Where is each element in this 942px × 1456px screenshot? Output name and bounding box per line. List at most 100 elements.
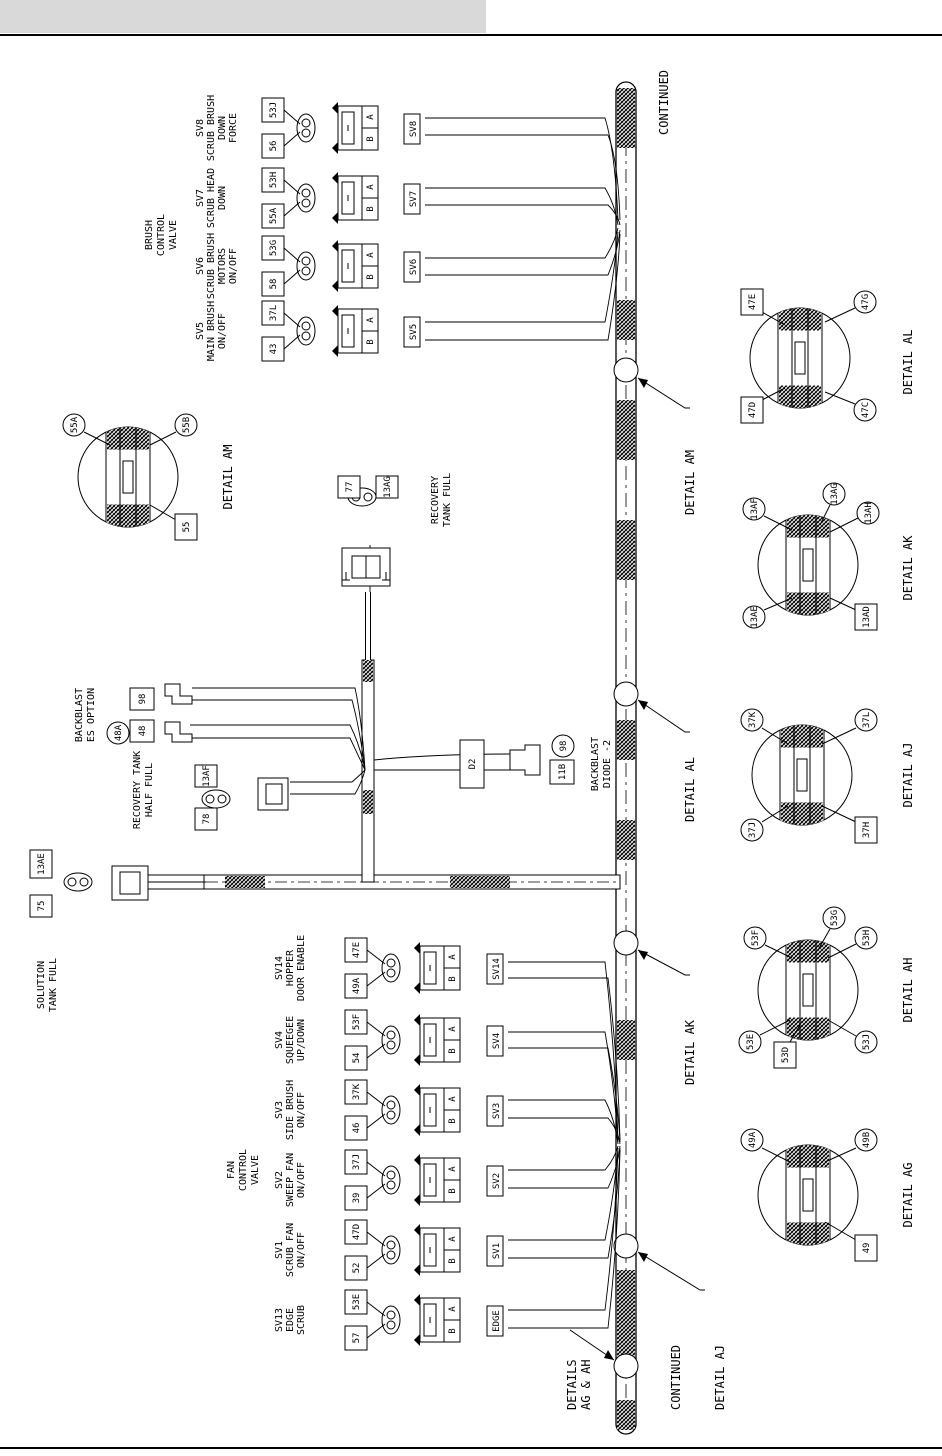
wire-label-b: 53F [352,1014,362,1030]
wire-label-b: 53J [269,102,279,118]
valve-label-line: ON/OFF [296,1232,307,1268]
valve-id-tag: SV5 [409,324,419,340]
wire-label-a: 46 [352,1123,362,1134]
pin-b-label: B [448,976,458,981]
callout-details-ag-ah-1: DETAILS [565,1359,579,1410]
wire-label-b: 53H [269,172,279,188]
svg-text:TANK FULL: TANK FULL [442,473,453,527]
svg-text:CONTROL: CONTROL [238,1149,249,1191]
detail-label: 53D [781,1047,791,1063]
valve-label-line: SV4 [274,1031,285,1049]
recovery-tank-full-sensor: 77 13AG RECOVERY TANK FULL [337,473,453,587]
footer-rule [0,1447,942,1449]
detail-label: 47C [861,402,871,418]
fan-valve-title: FAN CONTROL VALVE [226,1149,261,1191]
valve-label-line: EDGE [285,1308,296,1332]
diode-box: D2 [468,759,478,770]
callout-details-ag-ah-2: AG & AH [579,1359,593,1410]
recovery-full-wire-a: 77 [345,482,355,493]
valve-id-tag: SV3 [492,1103,502,1119]
detail-title: DETAIL AH [901,957,915,1022]
valve-label-line: SCRUB [296,1305,307,1335]
wire-label-b: 37K [352,1083,362,1100]
valve-label-line: UP/DOWN [296,1019,307,1061]
detail-label: 49 [862,1243,872,1254]
detail-label: 37J [748,822,758,838]
wire-label-b: 37L [269,305,279,321]
valve-id-tag: SV4 [492,1033,502,1049]
diode-wire: 11B [558,764,568,780]
detail-label: 53G [830,910,840,926]
detail-title: DETAIL AG [901,1162,915,1227]
backblast-wire-2: 98 [138,694,148,705]
wire-label-a: 56 [269,141,279,152]
backblast-diode: D2 11B 98 BACKBLAST DIODE -2 [459,734,613,791]
pin-a-label: A [366,184,376,190]
wire-label-b: 47D [352,1224,362,1240]
valve-label-line: SCRUB BRUSH [206,233,217,299]
pin-b-label: B [366,339,376,344]
pin-b-label: B [366,274,376,279]
detail-label: 47G [861,294,871,310]
svg-text:VALVE: VALVE [168,220,179,250]
wire-label-b: 53E [352,1294,362,1310]
valve-label-line: SV2 [274,1171,285,1189]
wire-label-a: 39 [352,1193,362,1204]
svg-text:DIODE -2: DIODE -2 [602,740,613,788]
branch-harness [145,592,621,890]
callout-detail-aj: DETAIL AJ [713,1345,727,1410]
wire-label-a: 55A [269,207,279,224]
detail-label: 37L [862,712,872,728]
backblast-wire-1: 48 [138,726,148,737]
detail-label: 53F [751,930,761,946]
svg-text:SOLUTION: SOLUTION [36,961,47,1009]
valve-label-line: SV13 [274,1308,285,1332]
recovery-tank-half-sensor: 78 13AF RECOVERY TANK HALF FULL [132,751,289,831]
pin-a-label: A [448,1306,458,1312]
svg-text:CONTROL: CONTROL [156,214,167,256]
valve-label-line: MAIN BRUSH [206,301,217,361]
solution-tank-full-sensor: 75 13AE SOLUTION TANK FULL [29,849,149,1012]
valve-label-line: FORCE [228,113,239,143]
wire-label-b: 37J [352,1154,362,1170]
valve-label-line: SV1 [274,1241,285,1259]
valve-label-line: ON/OFF [217,313,228,349]
svg-text:BACKBLAST: BACKBLAST [590,737,601,791]
pin-a-label: A [448,1166,458,1172]
header-bar [0,0,486,33]
detail-label: 13AG [830,483,840,505]
header-rule [0,34,942,36]
valve-id-tag: SV2 [492,1173,502,1189]
detail-label: 47E [748,294,758,310]
valve-label-line: DOWN [217,186,228,210]
valve-label-line: ON/OFF [296,1162,307,1198]
recovery-half-wire-a: 78 [202,814,212,825]
wire-label-a: 52 [352,1263,362,1274]
detail-title: DETAIL AM [221,444,235,509]
detail-title: DETAIL AK [901,535,915,601]
continued-bottom: CONTINUED [669,1345,683,1410]
valve-label-line: MOTORS [217,248,228,284]
valve-id-tag: SV1 [492,1243,502,1259]
detail-label: 53J [862,1034,872,1050]
wire-label-b: 53G [269,240,279,256]
wire-label-a: 54 [352,1053,362,1064]
pin-a-label: A [366,114,376,120]
svg-text:HALF FULL: HALF FULL [144,763,155,817]
callout-detail-ak: DETAIL AK [683,1019,697,1085]
detail-label: 55A [70,416,80,433]
detail-label: 13AD [862,606,872,628]
valve-label-line: SV8 [195,119,206,137]
wire-label-a: 49A [352,977,362,994]
callout-detail-am: DETAIL AM [683,450,697,515]
